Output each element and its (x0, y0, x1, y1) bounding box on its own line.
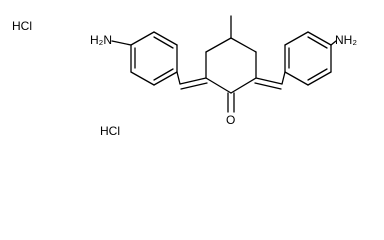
right-benzene-ring (284, 31, 332, 86)
ketone-oxygen-label: O (226, 113, 235, 127)
right-exocyclic-bond-a (255, 77, 283, 85)
left-exocyclic-bond-a (179, 77, 207, 85)
right-exocyclic-bond-b (254, 82, 282, 90)
left-amine-label: H₂N (90, 33, 112, 47)
hcl-label-top: HCl (12, 19, 32, 33)
left-exocyclic-bond-b (180, 82, 208, 90)
left-amine-bond (111, 40, 132, 46)
structure-canvas: HCl HCl H₂N NH₂ O (12, 15, 357, 138)
right-amine-label: NH₂ (335, 33, 357, 47)
right-amine-bond (330, 40, 337, 46)
right-ring-to-methylidene-bond (281, 71, 286, 85)
hcl-label-bottom: HCl (100, 124, 120, 138)
molecule-drawing: HCl HCl H₂N NH₂ O (12, 15, 357, 138)
cyclohexanone-ring (205, 37, 257, 94)
left-benzene-ring (130, 31, 178, 86)
left-ring-to-methylidene-bond (176, 71, 181, 85)
